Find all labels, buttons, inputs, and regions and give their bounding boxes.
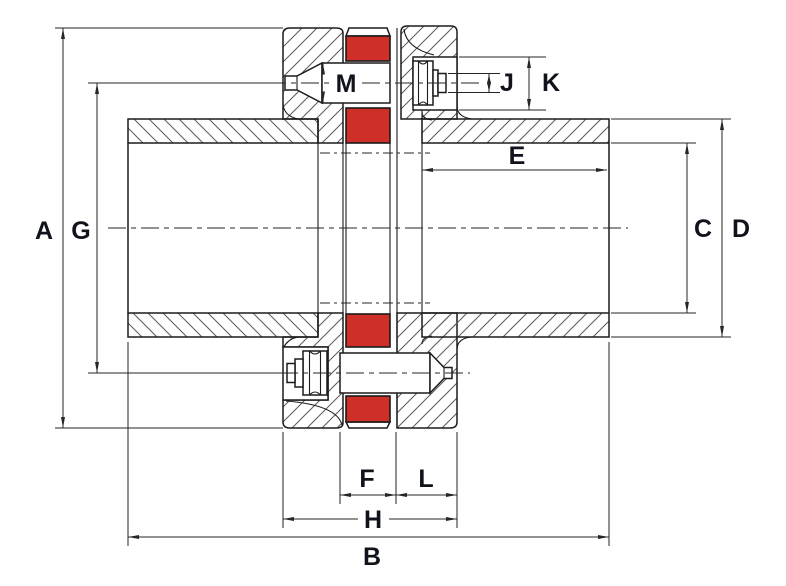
dim-label-k: K xyxy=(542,69,560,97)
elastomer-bushing xyxy=(345,395,391,423)
dim-label-d: D xyxy=(732,215,750,243)
dimension-lines xyxy=(55,27,731,546)
elastomer-bushings xyxy=(345,35,391,423)
dim-label-e: E xyxy=(509,142,526,170)
dimension-labels: A G M J K E C D F L H B xyxy=(35,69,750,571)
dim-label-c: C xyxy=(694,215,712,243)
left-hub xyxy=(127,118,319,338)
dim-label-b: B xyxy=(363,543,381,571)
elastomer-bushing xyxy=(345,35,391,62)
elastomer-bushing xyxy=(345,107,391,144)
dim-label-m: M xyxy=(336,70,357,98)
dim-label-a: A xyxy=(35,217,53,245)
dim-label-g: G xyxy=(71,217,90,245)
dim-label-f: F xyxy=(359,465,374,493)
elastomer-bushing xyxy=(345,313,391,348)
dim-label-l: L xyxy=(418,465,433,493)
dim-label-j: J xyxy=(500,69,514,97)
dim-label-h: H xyxy=(364,506,382,534)
centerlines xyxy=(108,82,628,374)
